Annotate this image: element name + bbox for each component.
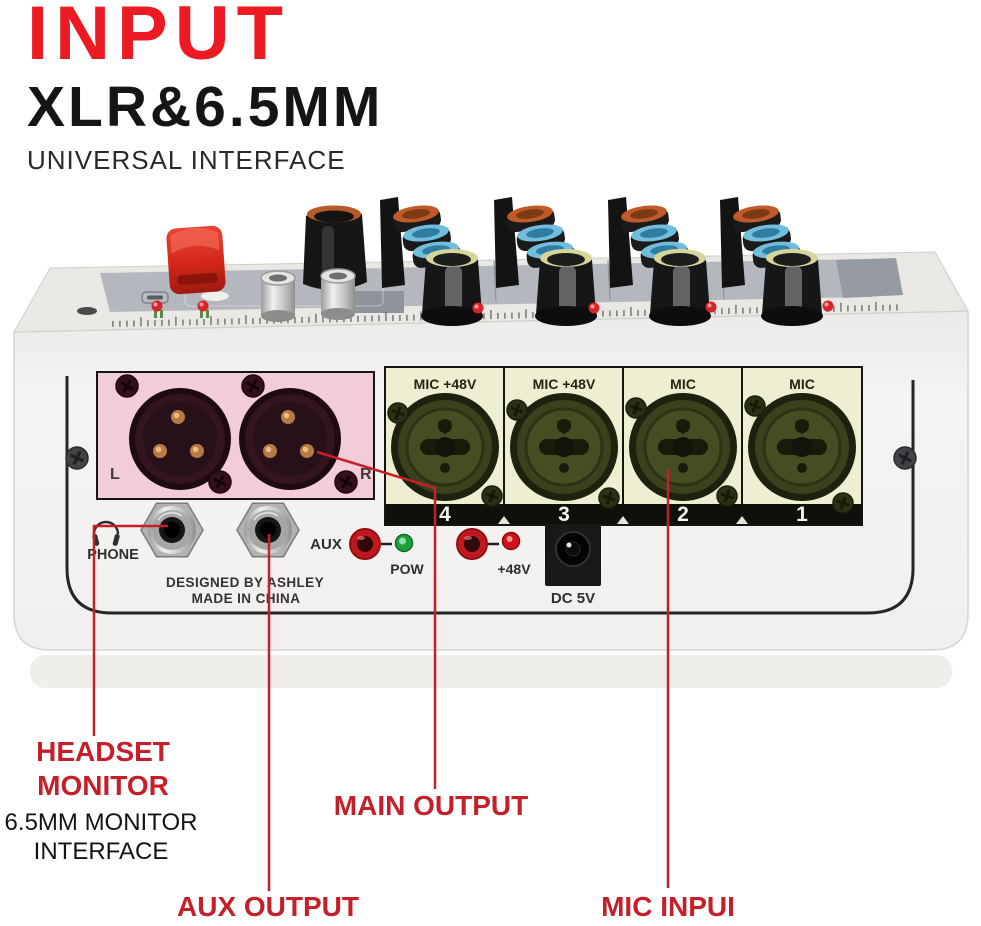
screw: [64, 445, 90, 471]
mic-section-number: 1: [796, 503, 808, 526]
header: INPUT XLR&6.5MM UNIVERSAL INTERFACE: [27, 0, 383, 176]
screw: [624, 396, 648, 420]
xlr-left-label: L: [110, 466, 120, 483]
vent-slot: [77, 307, 97, 315]
main-output-leader-line: [316, 450, 437, 789]
pow-led: [394, 533, 414, 553]
power-rocker-switch: [166, 225, 226, 295]
dc-power-jack: [545, 524, 601, 586]
label-monitor-sub1: 6.5MM MONITOR: [4, 809, 198, 836]
screw: [333, 469, 359, 495]
header-tagline: UNIVERSAL INTERFACE: [27, 145, 346, 175]
screw: [240, 373, 266, 399]
screw: [505, 398, 529, 422]
gain-knob: [303, 205, 367, 291]
phantom-button: [456, 528, 488, 560]
made-by-line2: MADE IN CHINA: [192, 591, 301, 606]
face-outline: [65, 376, 915, 615]
header-title: INPUT: [27, 0, 290, 76]
switch-base: [201, 291, 229, 301]
dc-label: DC 5V: [551, 590, 595, 607]
channel-led: [822, 300, 834, 312]
screw: [715, 484, 739, 508]
screw: [892, 445, 918, 471]
label-headset: HEADSET: [36, 736, 170, 767]
phone-label: PHONE: [87, 547, 139, 563]
label-monitor: MONITOR: [37, 770, 169, 801]
phantom-label: +48V: [497, 561, 531, 577]
phantom-led: [501, 531, 521, 551]
pow-button: [349, 528, 381, 560]
mixer-base-reflection: [30, 655, 952, 688]
screw: [831, 491, 855, 515]
screw: [743, 394, 767, 418]
screw: [480, 484, 504, 508]
screw: [597, 486, 621, 510]
screw: [207, 469, 233, 495]
label-monitor-sub2: INTERFACE: [33, 838, 169, 865]
rca-jack-left: [260, 270, 296, 323]
label-main-output: MAIN OUTPUT: [333, 790, 529, 821]
headset-monitor-leader-line: [92, 524, 168, 736]
mic-section-label: MIC +48V: [533, 376, 596, 392]
header-subtitle: XLR&6.5MM: [27, 75, 384, 139]
screw: [386, 401, 410, 425]
mic-input-panel: MIC +48V MIC +48V MIC MIC 4 3 2 1: [384, 366, 863, 526]
rca-jack-right: [320, 268, 356, 321]
aux-label: AUX: [310, 536, 342, 553]
status-led: [197, 300, 209, 318]
channel-led: [472, 302, 484, 314]
mic-section-number: 3: [558, 503, 570, 526]
screw: [114, 373, 140, 399]
made-by-line1: DESIGNED BY ASHLEY: [166, 575, 324, 590]
top-panel-detail: [354, 291, 404, 313]
channel-led: [705, 301, 717, 313]
pow-label: POW: [390, 561, 424, 577]
channel-led: [588, 302, 600, 314]
label-aux-output: AUX OUTPUT: [177, 891, 359, 922]
label-mic-input: MIC INPUI: [601, 891, 735, 922]
mic-section-number: 4: [439, 503, 451, 526]
mic-section-number: 2: [677, 503, 689, 526]
xlr-right-label: R: [360, 466, 372, 483]
status-led: [151, 300, 163, 318]
top-panel-right-block: [836, 258, 903, 298]
mic-section-label: MIC: [789, 376, 815, 392]
mic-section-label: MIC +48V: [414, 376, 477, 392]
mic-section-label: MIC: [670, 376, 696, 392]
xlr-output-right: [239, 388, 341, 490]
xlr-output-panel: L R: [96, 371, 375, 500]
usb-port: [141, 291, 169, 304]
